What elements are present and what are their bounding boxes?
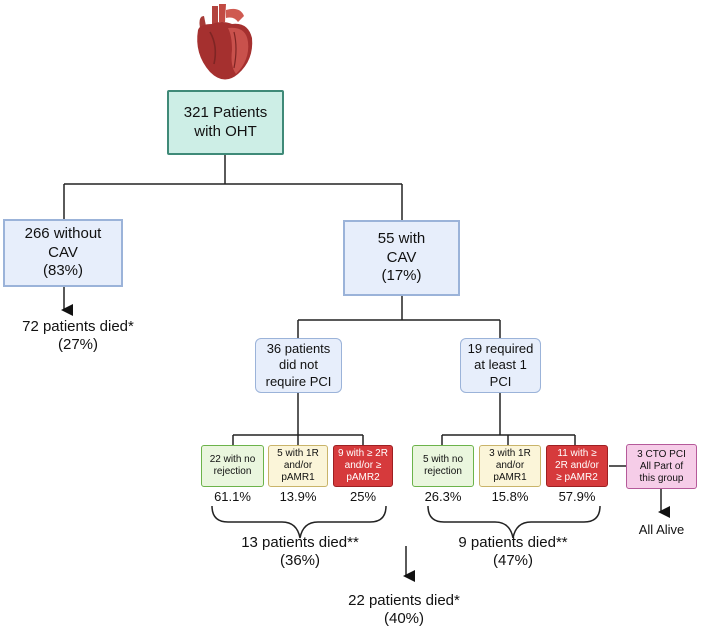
pci-leaf-2r: 11 with ≥ 2R and/or ≥ pAMR2 <box>546 445 608 487</box>
pci-outcome: 9 patients died** (47%) <box>458 534 568 569</box>
without-cav-outcome: 72 patients died* (27%) <box>22 318 134 353</box>
pci-pct-1r: 15.8% <box>491 489 529 504</box>
cav-total-outcome: 22 patients died* (40%) <box>348 592 460 627</box>
pci-pct-2r: 57.9% <box>558 489 596 504</box>
no-pci-pct-no-rejection: 61.1% <box>214 489 251 504</box>
with-cav-box: 55 with CAV (17%) <box>343 220 460 296</box>
no-pci-leaf-2r: 9 with ≥ 2R and/or ≥ pAMR2 <box>333 445 393 487</box>
no-pci-leaf-1r: 5 with 1R and/or pAMR1 <box>268 445 328 487</box>
no-pci-box: 36 patients did not require PCI <box>255 338 342 393</box>
heart-icon <box>197 4 253 80</box>
cto-pci-box: 3 CTO PCI All Part of this group <box>626 444 697 489</box>
pci-pct-no-rejection: 26.3% <box>424 489 462 504</box>
no-pci-pct-1r: 13.9% <box>279 489 317 504</box>
pci-box: 19 required at least 1 PCI <box>460 338 541 393</box>
no-pci-outcome: 13 patients died** (36%) <box>241 534 359 569</box>
without-cav-box: 266 without CAV (83%) <box>3 219 123 287</box>
pci-leaf-1r: 3 with 1R and/or pAMR1 <box>479 445 541 487</box>
no-pci-leaf-no-rejection: 22 with no rejection <box>201 445 264 487</box>
pci-leaf-no-rejection: 5 with no rejection <box>412 445 474 487</box>
root-box-oht-patients: 321 Patients with OHT <box>167 90 284 155</box>
cto-outcome: All Alive <box>638 522 685 537</box>
no-pci-pct-2r: 25% <box>349 489 377 504</box>
